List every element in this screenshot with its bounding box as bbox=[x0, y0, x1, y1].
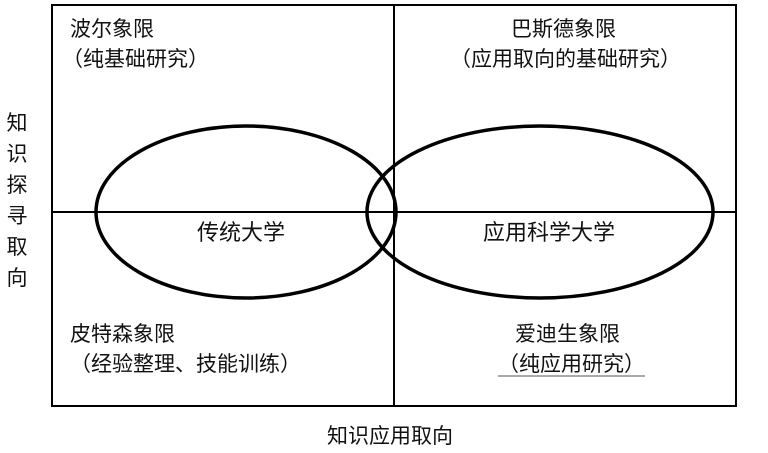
y-axis-char: 知 bbox=[6, 111, 28, 135]
y-axis-label: 知 识 探 寻 取 向 bbox=[4, 108, 30, 294]
left-ellipse bbox=[94, 124, 398, 300]
y-axis-char: 寻 bbox=[6, 204, 28, 228]
quadrant-title-top-right: 巴斯德象限 bbox=[511, 17, 616, 41]
x-axis-label: 知识应用取向 bbox=[327, 424, 453, 448]
quadrant-subtitle-top-left: （纯基础研究） bbox=[62, 47, 209, 71]
quadrant-subtitle-bottom-right: （纯应用研究） bbox=[498, 352, 645, 376]
right-ellipse bbox=[365, 124, 715, 300]
quadrant-title-top-left: 波尔象限 bbox=[70, 17, 154, 41]
quadrant-title-bottom-right: 爱迪生象限 bbox=[515, 322, 620, 346]
ellipse-label-applied-science-university: 应用科学大学 bbox=[483, 221, 616, 246]
y-axis-char: 取 bbox=[6, 235, 28, 259]
ellipse-label-traditional-university: 传统大学 bbox=[197, 221, 286, 246]
y-axis-char: 向 bbox=[6, 266, 28, 290]
quadrant-subtitle-top-right: （应用取向的基础研究） bbox=[450, 47, 681, 71]
y-axis-char: 探 bbox=[6, 173, 28, 197]
quadrant-subtitle-bottom-left: （经验整理、技能训练） bbox=[70, 352, 301, 376]
y-axis-char: 识 bbox=[6, 142, 28, 166]
quadrant-title-bottom-left: 皮特森象限 bbox=[70, 322, 175, 346]
